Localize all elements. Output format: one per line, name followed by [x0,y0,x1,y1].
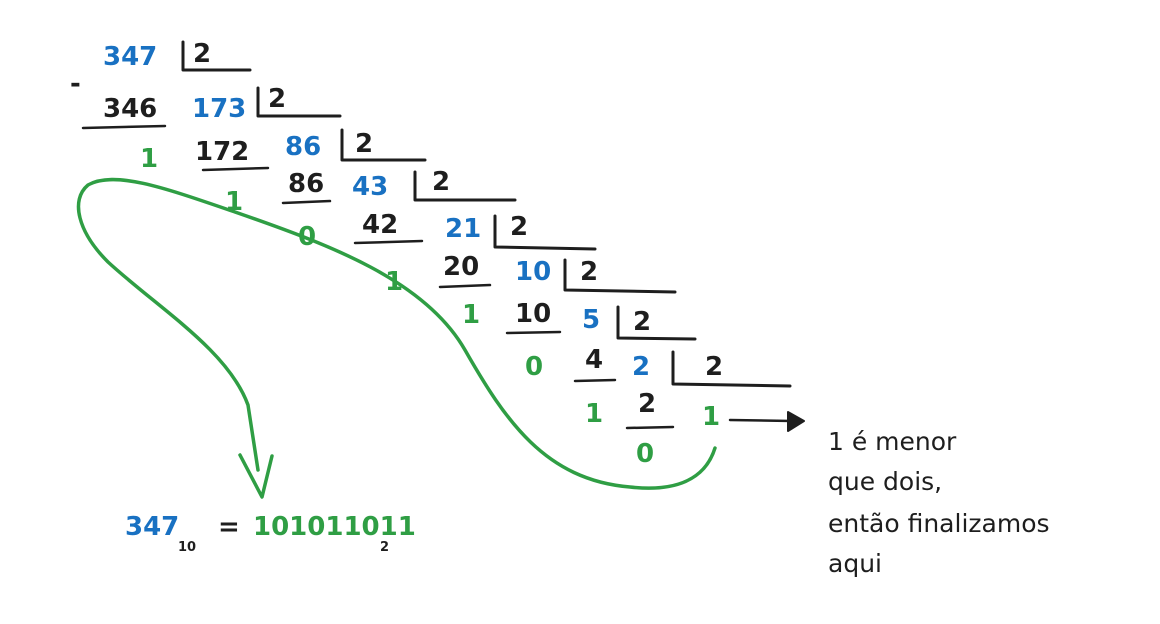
subtraction-line-0 [81,124,167,130]
arrow-to-note-line [728,418,794,423]
arrow-to-note-head-icon [787,411,805,432]
divisor-2: 2 [355,129,373,159]
subtraction-line-4 [438,283,492,289]
remainder-7: 0 [636,439,654,469]
remainder-0: 1 [140,144,158,174]
divisor-7: 2 [705,352,723,382]
product-7: 2 [638,389,656,419]
dividend-5: 10 [515,257,551,287]
dividend-2: 86 [285,132,321,162]
product-0: 346 [103,94,157,124]
division-bracket-5 [563,258,677,294]
result-base-from: 10 [178,540,196,555]
note-line-1: 1 é menor [828,427,957,456]
result-binary: 101011011 [253,512,416,542]
remainder-5: 0 [525,352,543,382]
final-quotient: 1 [702,402,720,432]
result-equals: = [218,512,240,542]
product-6: 4 [585,345,603,375]
divisor-1: 2 [268,84,286,114]
division-bracket-2 [340,128,427,162]
note-line-2: que dois, [828,467,942,496]
product-2: 86 [288,169,324,199]
dividend-3: 43 [352,172,388,202]
division-bracket-0 [181,40,252,72]
remainder-4: 1 [462,300,480,330]
result-number: 347 [125,512,179,542]
dividend-1: 173 [192,94,246,124]
subtraction-line-1 [201,166,270,172]
division-bracket-3 [413,170,517,202]
divisor-6: 2 [633,307,651,337]
divisor-3: 2 [432,167,450,197]
note-line-4: aqui [828,549,882,578]
result-base-to: 2 [380,540,389,555]
subtraction-line-5 [505,330,562,335]
product-4: 20 [443,252,479,282]
product-3: 42 [362,210,398,240]
remainders-collection-curve [76,177,717,490]
divisor-5: 2 [580,257,598,287]
remainders-arrow-head-icon [238,453,274,499]
remainder-6: 1 [585,399,603,429]
dividend-0: 347 [103,42,157,72]
dividend-6: 5 [582,305,600,335]
subtraction-line-2 [281,199,332,205]
subtraction-line-3 [353,239,424,245]
minus-sign: - [70,69,81,99]
divisor-0: 2 [193,39,211,69]
subtraction-line-7 [625,425,675,430]
product-5: 10 [515,299,551,329]
divisor-4: 2 [510,212,528,242]
subtraction-line-6 [573,378,617,383]
division-bracket-6 [616,305,697,341]
division-bracket-4 [493,214,597,251]
dividend-4: 21 [445,214,481,244]
dividend-7: 2 [632,352,650,382]
division-bracket-7 [671,350,792,388]
division-bracket-1 [256,86,342,118]
product-1: 172 [195,137,249,167]
note-line-3: então finalizamos [828,509,1050,538]
